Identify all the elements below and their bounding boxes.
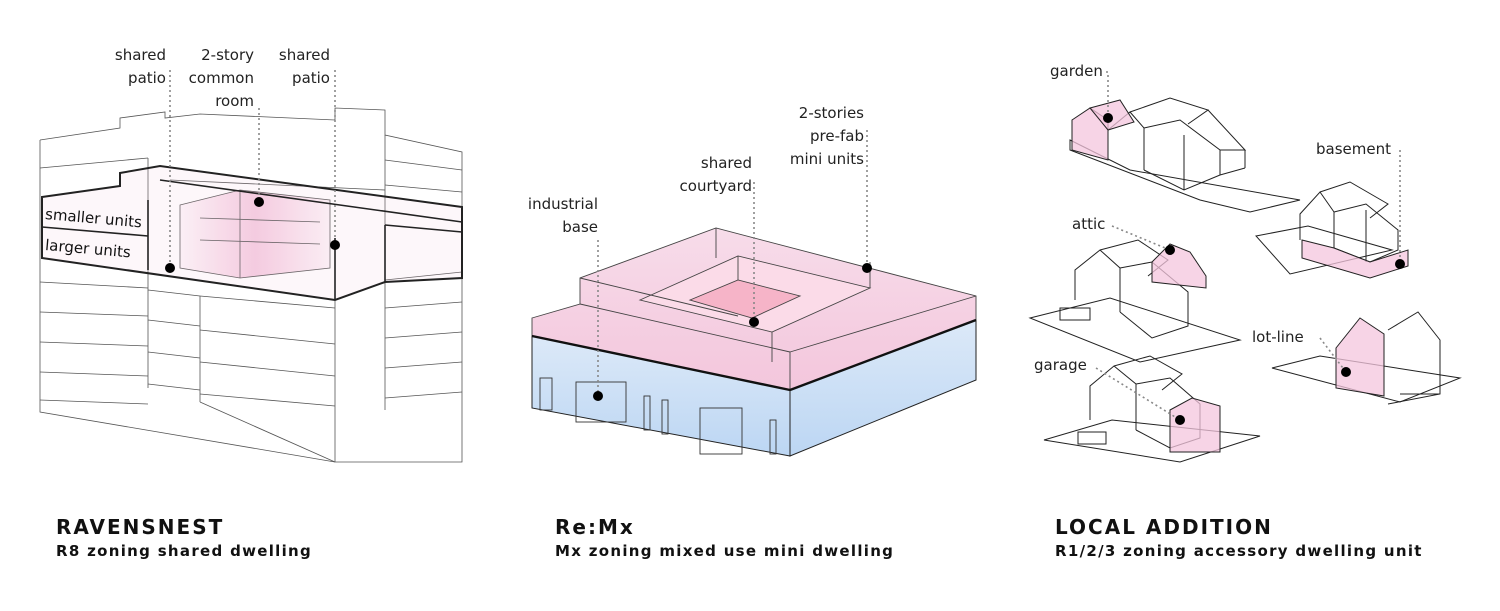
caption-title: RAVENSNEST (56, 515, 225, 539)
label-prefab-units: 2-stories pre-fab mini units (789, 104, 864, 168)
caption-title: Re:Mx (555, 515, 635, 539)
panel-remx: industrial base shared courtyard 2-stori… (500, 0, 1020, 611)
caption-local-addition: LOCAL ADDITION R1/2/3 zoning accessory d… (1055, 515, 1423, 560)
caption-title: LOCAL ADDITION (1055, 515, 1273, 539)
caption-subtitle: Mx zoning mixed use mini dwelling (555, 542, 895, 560)
local-addition-diagram (1028, 71, 1462, 463)
caption-subtitle: R1/2/3 zoning accessory dwelling unit (1055, 542, 1423, 560)
caption-ravensnest: RAVENSNEST R8 zoning shared dwelling (56, 515, 312, 560)
label-garage: garage (1034, 356, 1087, 374)
label-attic: attic (1072, 215, 1106, 233)
label-basement: basement (1316, 140, 1391, 158)
label-industrial-base: industrial base (527, 195, 598, 236)
label-shared-courtyard: shared courtyard (679, 154, 752, 195)
panel-ravensnest: shared patio 2-story common room shared … (0, 0, 480, 611)
ravensnest-diagram (39, 70, 463, 463)
caption-subtitle: R8 zoning shared dwelling (56, 542, 313, 560)
label-shared-patio-left: shared patio (114, 46, 166, 87)
label-shared-patio-right: shared patio (278, 46, 330, 87)
label-garden: garden (1050, 62, 1103, 80)
caption-remx: Re:Mx Mx zoning mixed use mini dwelling (555, 515, 894, 560)
label-lot-line: lot-line (1252, 328, 1304, 346)
label-common-room: 2-story common room (188, 46, 254, 110)
panel-local-addition: garden basement attic lot-line garage LO… (1020, 0, 1500, 611)
remx-diagram (531, 130, 977, 457)
